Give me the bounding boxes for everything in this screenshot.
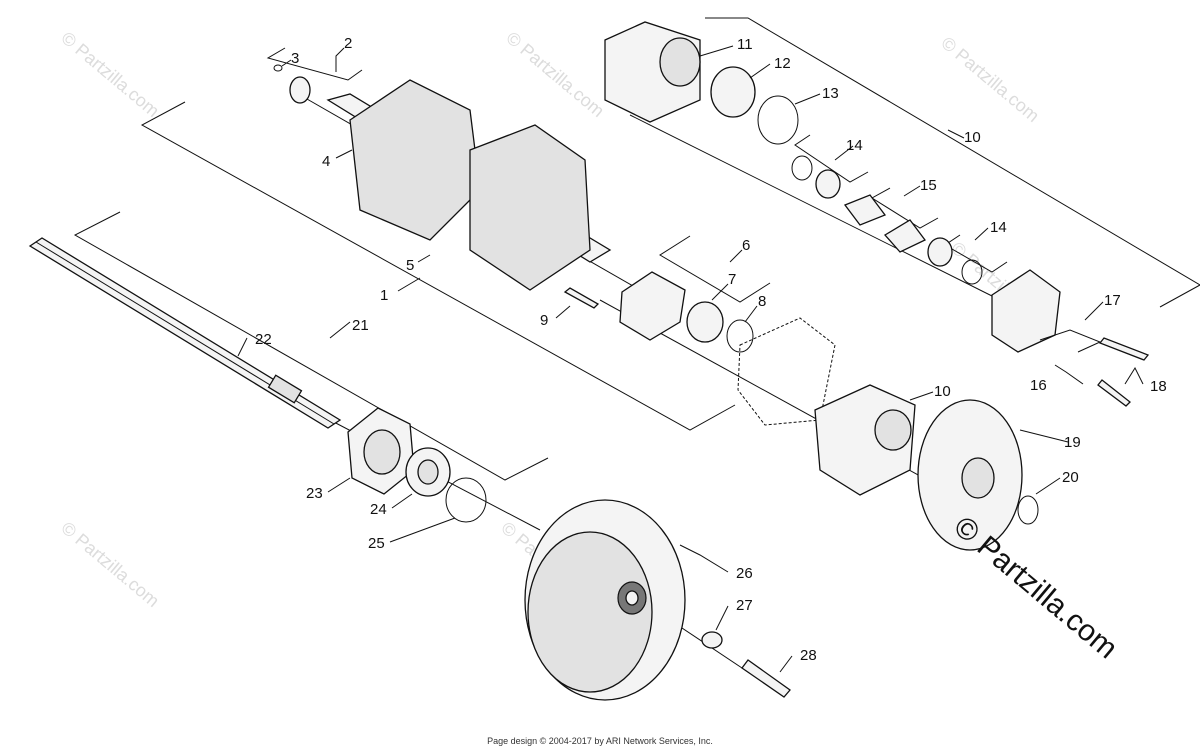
callout-2: 2	[344, 35, 352, 52]
callout-28: 28	[800, 647, 817, 664]
callout-15: 15	[920, 177, 937, 194]
callout-19: 19	[1064, 434, 1081, 451]
callout-1: 1	[380, 287, 388, 304]
callout-5: 5	[406, 257, 414, 274]
clip	[273, 64, 283, 72]
callout-16: 16	[1030, 377, 1047, 394]
callout-18: 18	[1150, 378, 1167, 395]
callout-25: 25	[368, 535, 385, 552]
brake-disc	[917, 399, 1039, 551]
brake-caliper-lower	[814, 384, 916, 496]
callout-10-lower: 10	[934, 383, 951, 400]
bearing	[405, 447, 451, 497]
watermark-text: © Partzilla.com	[937, 33, 1043, 126]
drive-sprocket-assembly	[289, 76, 612, 291]
callout-22: 22	[255, 331, 272, 348]
callout-17: 17	[1104, 292, 1121, 309]
callout-7: 7	[728, 271, 736, 288]
callout-3: 3	[291, 50, 299, 67]
watermark-text: © Partzilla.com	[57, 28, 163, 121]
group-brackets	[73, 17, 1200, 481]
callout-4: 4	[322, 153, 330, 170]
callout-27: 27	[736, 597, 753, 614]
watermark-text: © Partzilla.com	[57, 518, 163, 611]
drive-shaft	[28, 237, 342, 429]
bolt	[741, 659, 791, 698]
callout-11: 11	[737, 36, 753, 53]
callout-14-lower: 14	[990, 219, 1007, 236]
callout-10-upper: 10	[964, 129, 981, 146]
callout-26: 26	[736, 565, 753, 582]
callout-23: 23	[306, 485, 323, 502]
seal-plate-group	[563, 271, 754, 353]
callout-9: 9	[540, 312, 548, 329]
footer-copyright: Page design © 2004-2017 by ARI Network S…	[487, 736, 713, 746]
callout-21: 21	[352, 317, 369, 334]
partzilla-watermark: © Partzilla.com	[948, 510, 1124, 665]
callout-24: 24	[370, 501, 387, 518]
callout-8: 8	[758, 293, 766, 310]
clutch-sheave	[524, 499, 686, 701]
washer	[701, 631, 723, 649]
leader-lines	[237, 45, 1144, 673]
callout-labels: 1 2 3 4 5 6 7 8 9 10 10 11 12 13 14 14 1…	[255, 35, 1167, 664]
callout-20: 20	[1062, 469, 1079, 486]
watermark-text: © Partzilla.com	[502, 28, 608, 121]
bearing-flange	[347, 407, 415, 495]
callout-12: 12	[774, 55, 791, 72]
callout-13: 13	[822, 85, 839, 102]
o-ring	[445, 477, 487, 523]
callout-6: 6	[742, 237, 750, 254]
brake-caliper-upper	[604, 21, 1150, 407]
callout-14-upper: 14	[846, 137, 863, 154]
